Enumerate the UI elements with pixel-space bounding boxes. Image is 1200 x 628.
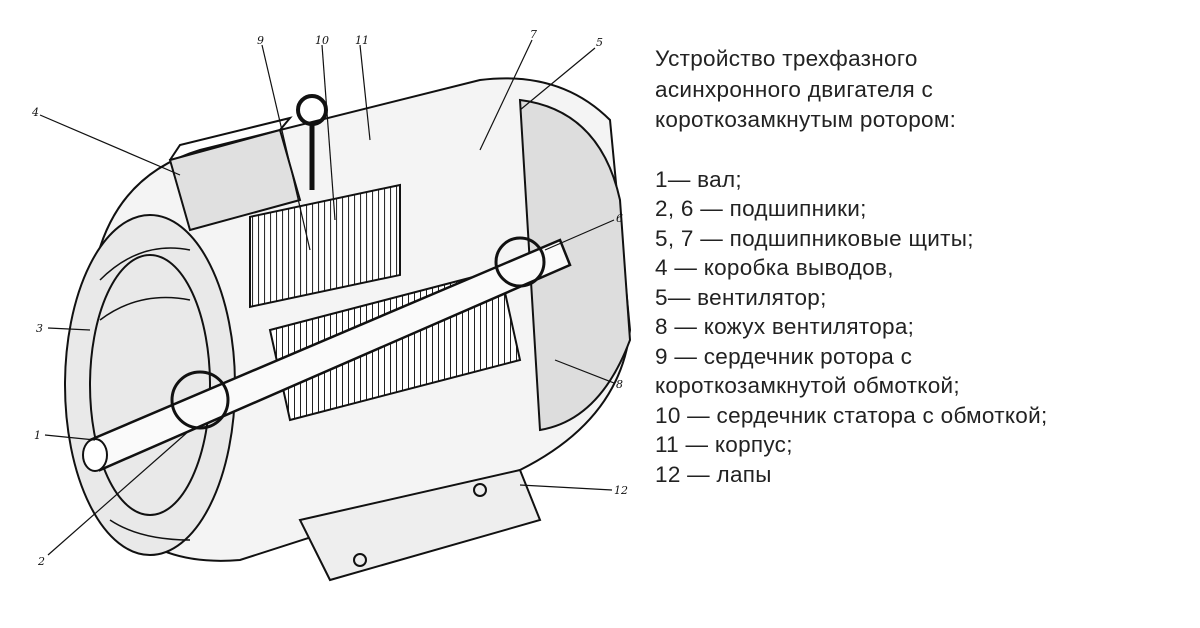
stator-core: [249, 183, 401, 309]
callout-2: 2: [37, 555, 45, 568]
legend-item: 2, 6 — подшипники;: [655, 196, 867, 221]
callout-4: 4: [31, 106, 39, 119]
callout-1: 1: [34, 429, 41, 442]
callout-8: 8: [616, 378, 623, 391]
legend-item: короткозамкнутой обмоткой;: [655, 373, 960, 398]
callout-6: 6: [616, 212, 623, 225]
legend-item: 5, 7 — подшипниковые щиты;: [655, 225, 974, 251]
legend-item: 9 — сердечник ротора с: [655, 343, 913, 369]
callout-9: 9: [257, 34, 264, 47]
callout-10: 10: [315, 34, 329, 47]
fan-cover: [518, 98, 632, 432]
legend-item: 11 — корпус;: [655, 432, 793, 457]
mounting-feet: [298, 468, 542, 582]
callout-11: 11: [355, 34, 369, 47]
callout-3: 3: [36, 322, 43, 335]
legend-item: 4 — коробка выводов,: [655, 255, 894, 280]
callout-5: 5: [596, 36, 603, 49]
legend: Устройство трехфазного асинхронного двиг…: [655, 44, 1048, 489]
legend-title-line: короткозамкнутым ротором:: [655, 107, 957, 132]
legend-item: 10 — сердечник статора с обмоткой;: [655, 402, 1048, 428]
bearing-left: [170, 370, 230, 430]
eye-bolt: [296, 94, 328, 126]
legend-title-line: асинхронного двигателя с: [655, 76, 934, 102]
legend-item: 8 — кожух вентилятора;: [655, 314, 915, 339]
legend-item: 5— вентилятор;: [655, 284, 827, 310]
bearing-right: [494, 236, 546, 288]
legend-title: Устройство трехфазного асинхронного двиг…: [655, 44, 1048, 136]
callout-12: 12: [614, 484, 628, 497]
legend-item: 12 — лапы: [655, 461, 772, 487]
legend-title-line: Устройство трехфазного: [655, 46, 918, 71]
terminal-box: [168, 128, 302, 232]
callout-7: 7: [530, 28, 537, 41]
legend-item: 1— вал;: [655, 166, 742, 192]
